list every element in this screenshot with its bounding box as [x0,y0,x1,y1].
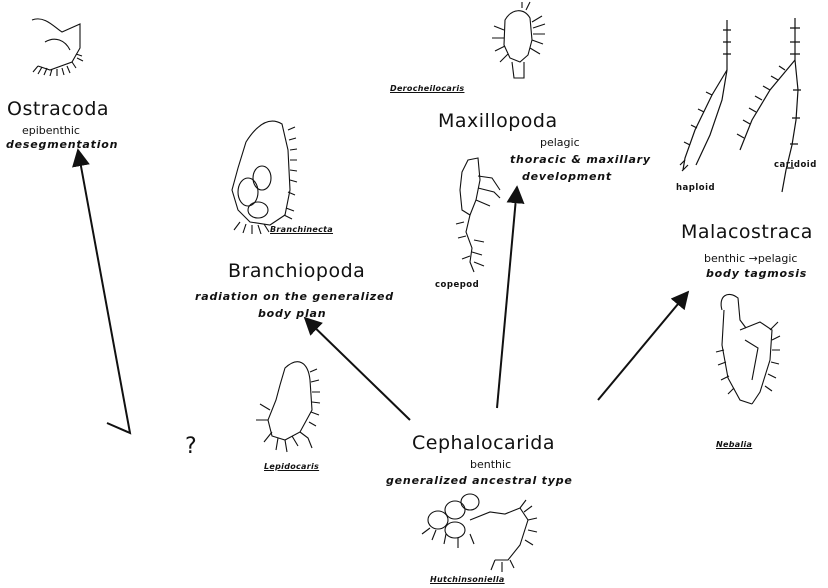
haploid-limb-drawing [680,20,731,171]
nebalia-label: Nebalia [716,440,752,449]
arrow-to-maxillopoda [497,187,517,408]
malacostraca-name: Malacostraca [681,221,813,243]
haploid-label: haploid [676,183,715,193]
maxillopoda-trait-line1: thoracic & maxillary [510,153,651,166]
ostracoda-habitat: epibenthic [22,124,80,137]
caridoid-label: caridoid [774,160,817,170]
branchiopoda-trait-line1: radiation on the generalized [195,290,394,303]
malacostraca-trait: body tagmosis [706,267,807,280]
lepidocaris-limb-drawing [256,362,320,452]
copepod-label: copepod [435,280,479,290]
branchinecta-limb-drawing [232,121,297,234]
malacostraca-habitat: benthic →pelagic [704,252,797,265]
maxillopoda-habitat: pelagic [540,136,580,149]
hutchinsoniella-label: Hutchinsoniella [430,575,505,584]
branchiopoda-name: Branchiopoda [228,260,365,282]
cephalocarida-habitat: benthic [470,458,511,471]
ostracoda-name: Ostracoda [7,98,109,120]
arrow-to-branchiopoda [305,318,410,420]
maxillopoda-name: Maxillopoda [438,110,558,132]
lepidocaris-label: Lepidocaris [264,462,319,471]
ostracoda-trait: desegmentation [6,138,118,151]
cephalocarida-trait: generalized ancestral type [386,474,573,487]
derocheilocaris-label: Derocheilocaris [390,84,464,93]
arrow-to-ostracoda [78,150,130,433]
branchiopoda-trait-line2: body plan [258,307,326,320]
copepod-limb-drawing [456,158,500,272]
ostracoda-limb-drawing [32,19,83,76]
branchinecta-label: Branchinecta [270,225,333,234]
maxillopoda-trait-line2: development [522,170,612,183]
cephalocarida-name: Cephalocarida [412,432,555,454]
derocheilocaris-limb-drawing [492,2,545,78]
nebalia-limb-drawing [716,294,780,404]
arrow-to-malacostraca [598,292,688,400]
hutchinsoniella-limb-drawing [422,494,537,572]
unknown-origin-marker: ? [185,434,197,459]
